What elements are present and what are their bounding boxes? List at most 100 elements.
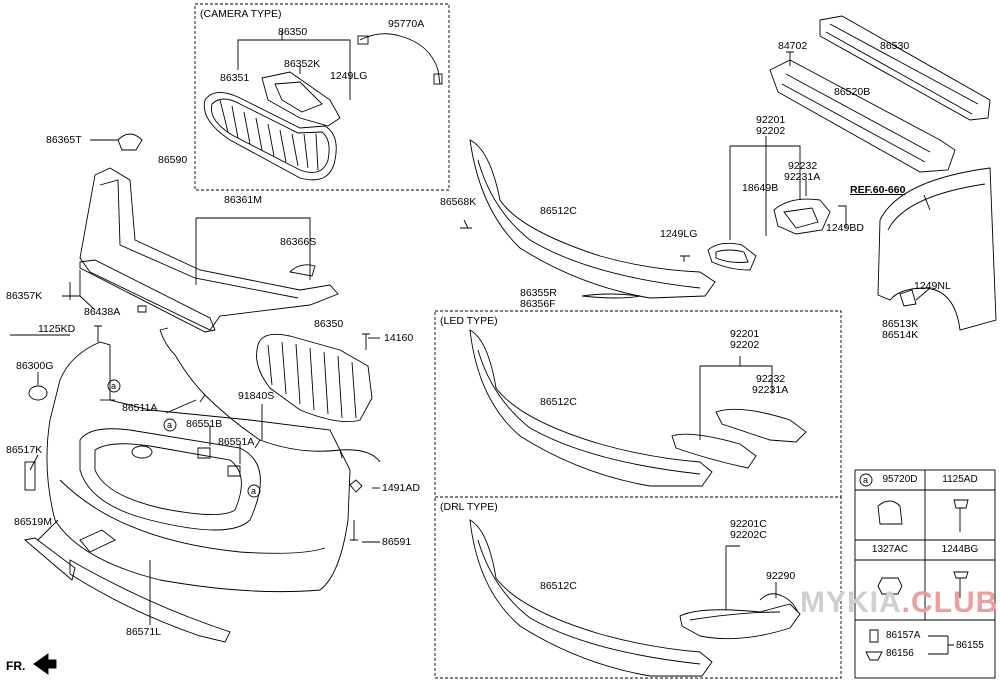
drl-connector-drawing: [759, 593, 799, 613]
part-label: 86571L: [126, 626, 162, 638]
part-label: 86361M: [224, 194, 262, 206]
watermark-text: MYKIA: [800, 586, 902, 619]
part-label: 86355R: [520, 287, 557, 299]
fog-lamp-top-drawing: [707, 242, 757, 271]
energy-absorber-drawing: [769, 59, 956, 173]
license-bracket-drawing: [24, 537, 76, 581]
callout-a: a: [167, 420, 173, 430]
callout-a: a: [111, 381, 117, 391]
part-label: 1249LG: [660, 228, 698, 240]
part-label: 1249BD: [826, 222, 864, 234]
camera-wiring-drawing: [359, 33, 441, 85]
part-label: 14160: [384, 332, 414, 344]
lower-grille-strip-drl-drawing: [469, 519, 713, 677]
part-label: 86157A: [886, 630, 921, 641]
bumper-cover-drawing: [28, 341, 351, 593]
upper-cover-drawing: [79, 133, 339, 331]
garnish-strip-drawing: [79, 259, 216, 333]
part-label: 92231A: [784, 171, 821, 183]
camera-bracket-drawing: [261, 71, 341, 127]
reference-link[interactable]: REF.60-660: [850, 184, 906, 196]
part-label: 92201C: [730, 518, 767, 530]
part-label: 86519M: [14, 516, 52, 528]
table-cell-95720D: 95720D: [882, 474, 918, 485]
part-label: 84702: [778, 40, 808, 52]
callout-a: a: [251, 486, 257, 496]
part-label: 86513K: [882, 318, 919, 330]
part-label: 86551A: [218, 436, 255, 448]
part-label: 92201: [756, 114, 786, 126]
part-label: 92231A: [752, 384, 789, 396]
clip-95720D-icon: [877, 500, 903, 525]
bumper-beam-drawing: [819, 15, 991, 121]
watermark: MYKIA.CLUB: [800, 586, 998, 620]
part-label: 86591: [382, 536, 412, 548]
front-direction-label: FR.: [6, 659, 26, 673]
front-arrow-icon: [33, 653, 57, 675]
part-label: 1491AD: [382, 482, 420, 494]
camera-type-box: [194, 3, 450, 191]
part-label: 86568K: [440, 196, 477, 208]
part-label: 86590: [158, 154, 188, 166]
part-label: 86156: [886, 648, 914, 659]
callout-a: a: [863, 475, 869, 485]
part-label: 92232: [788, 160, 818, 172]
lower-grille-strip-led-drawing: [469, 329, 713, 487]
lower-grille-strip-top-drawing: [469, 139, 716, 299]
lower-skid-drawing: [69, 559, 231, 643]
part-label: 91840S: [238, 390, 275, 402]
part-label: 1125KD: [38, 323, 76, 335]
part-label: 86366S: [280, 236, 317, 248]
part-label: 18649B: [742, 182, 779, 194]
part-label: 86350: [314, 318, 344, 330]
watermark-accent: .CLUB: [901, 586, 999, 619]
part-label: 86514K: [882, 329, 919, 341]
fender-drawing: [877, 167, 997, 331]
drl-lamp-drawing: [679, 603, 801, 640]
harness-drawing: [159, 329, 381, 463]
part-label: 86520B: [834, 86, 871, 98]
part-label: 86530: [880, 40, 910, 52]
main-grille-drawing: [256, 333, 373, 423]
table-cell-1327AC: 1327AC: [871, 544, 909, 555]
part-label: 92202: [730, 339, 760, 351]
led-lamp-drawing: [671, 408, 807, 469]
part-label: 92202: [756, 125, 786, 137]
part-label: 95770A: [388, 18, 425, 30]
part-label: 86357K: [6, 290, 43, 302]
part-label: 86438A: [84, 306, 121, 318]
part-label: 86350: [278, 26, 308, 38]
table-cell-1125AD: 1125AD: [942, 474, 978, 485]
nut-1327AC-icon: [877, 577, 903, 595]
fog-bracket-top-drawing: [773, 198, 831, 235]
camera-grille-drawing: [203, 92, 337, 181]
drl-type-box: [434, 496, 842, 679]
part-label: 86351: [220, 72, 250, 84]
part-label: 86356F: [520, 298, 556, 310]
part-label: 92201: [730, 328, 760, 340]
screw-1244BG-icon: [953, 571, 969, 598]
deflector-drawing: [581, 293, 641, 299]
camera-type-title: (CAMERA TYPE): [200, 8, 282, 20]
table-cell-1244BG: 1244BG: [941, 544, 979, 555]
bolt-1125AD-icon: [953, 499, 969, 532]
clip-86156-icon: [865, 651, 883, 661]
led-type-title: (LED TYPE): [440, 315, 498, 327]
part-label: 86517K: [6, 444, 43, 456]
part-label: 86511A: [122, 402, 158, 414]
part-label: 92202C: [730, 529, 767, 541]
part-label: 86512C: [540, 580, 577, 592]
part-label: 1249NL: [914, 280, 951, 292]
part-label: 1249LG: [330, 70, 368, 82]
part-label: 86155: [956, 640, 984, 651]
clip-86157A-icon: [869, 629, 879, 643]
part-label: 86512C: [540, 205, 577, 217]
part-label: 92290: [766, 570, 796, 582]
part-label: 92232: [756, 373, 786, 385]
led-type-box: [434, 310, 842, 498]
part-label: 86300G: [16, 360, 54, 372]
drl-type-title: (DRL TYPE): [440, 501, 498, 513]
part-label: 86551B: [186, 418, 223, 430]
